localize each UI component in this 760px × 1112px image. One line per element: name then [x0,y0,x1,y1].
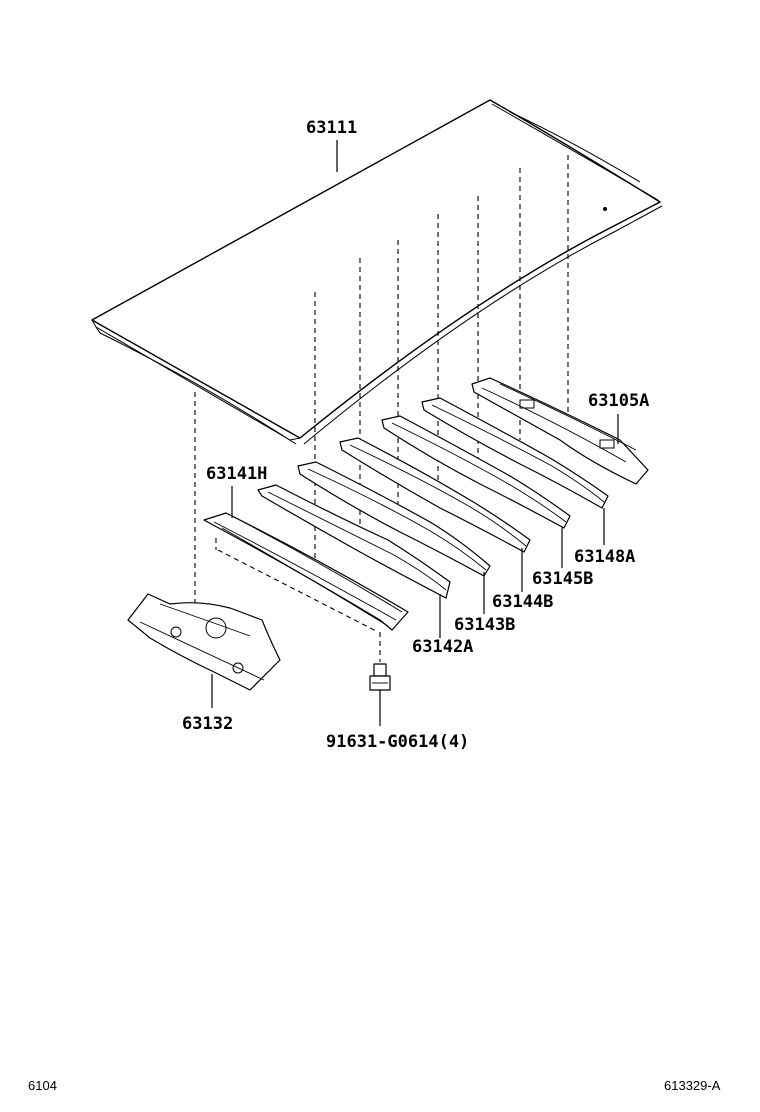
roof-panel [91,99,663,445]
rear-header-rail [471,377,649,485]
label-bow-2: 63143B [454,615,515,635]
label-front-header: 63141H [206,464,267,484]
roof-bow-4 [381,415,571,529]
footer-left-code: 6104 [28,1078,57,1093]
label-bow-4: 63145B [532,569,593,589]
front-header-rail [203,512,409,631]
roof-bow-1 [257,484,451,599]
roof-bow-3 [339,437,531,553]
label-bracket: 63132 [182,714,233,734]
bolt [369,663,391,691]
label-rear-header: 63105A [588,391,649,411]
label-bolt: 91631-G0614(4) [326,732,469,752]
roof-bow-2 [297,461,491,577]
label-bow-1: 63142A [412,637,473,657]
roof-bow-5 [421,397,609,509]
label-roof-panel: 63111 [306,118,357,138]
footer-right-code: 613329-A [664,1078,721,1093]
leader-lines [211,140,619,726]
roof-bracket [127,593,281,691]
label-bow-3: 63144B [492,592,553,612]
label-bow-5: 63148A [574,547,635,567]
